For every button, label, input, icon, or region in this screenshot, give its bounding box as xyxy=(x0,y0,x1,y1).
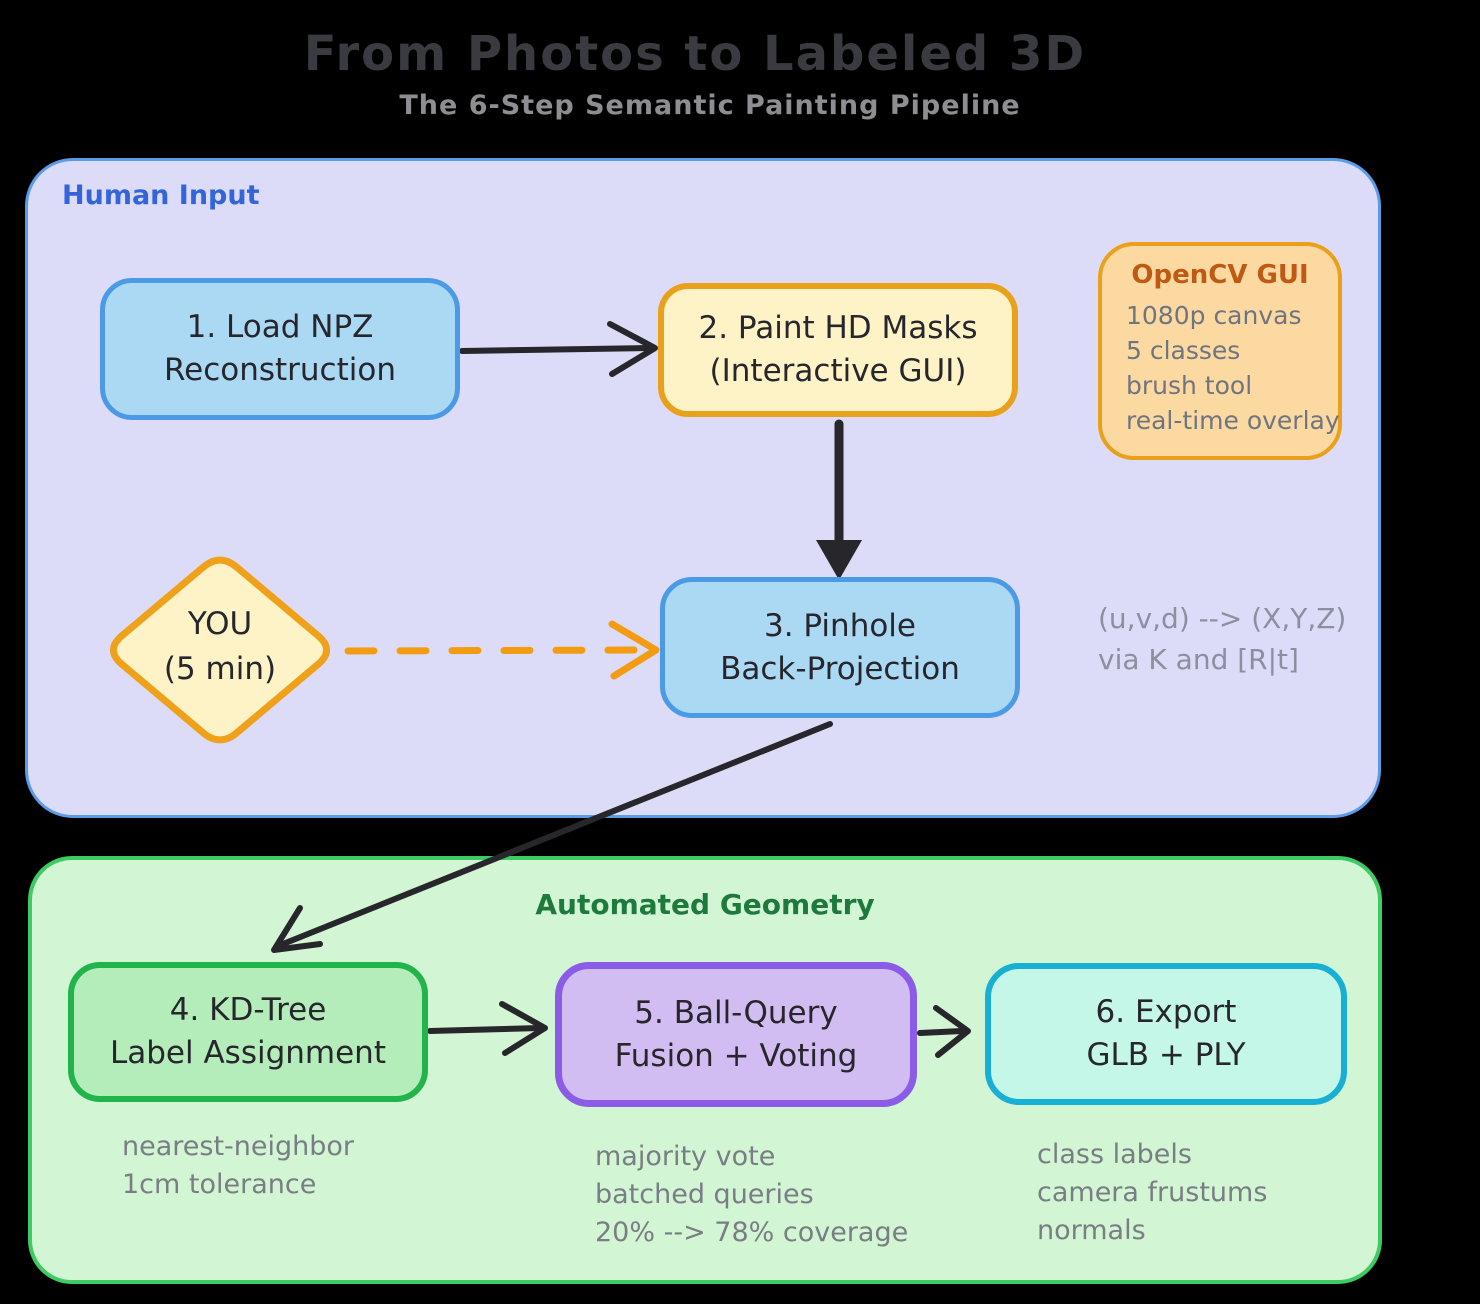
note-line: batched queries xyxy=(595,1179,814,1210)
note-line: camera frustums xyxy=(1037,1177,1268,1208)
node-step5-ball-query: 5. Ball-Query Fusion + Voting xyxy=(555,962,917,1107)
node-label-line: Back-Projection xyxy=(720,650,960,687)
note-line: 1cm tolerance xyxy=(122,1169,317,1200)
note-line: normals xyxy=(1037,1215,1146,1246)
note-line: majority vote xyxy=(595,1141,776,1172)
step6-note: class labels camera frustums normals xyxy=(1037,1136,1267,1250)
note-line: real-time overlay xyxy=(1126,406,1340,435)
node-label-line: Fusion + Voting xyxy=(614,1037,858,1074)
note-line: 5 classes xyxy=(1126,336,1241,365)
node-label-line: 3. Pinhole xyxy=(763,607,916,644)
opencv-note-title: OpenCV GUI xyxy=(1131,260,1309,290)
human-input-label: Human Input xyxy=(62,180,260,211)
node-step2-paint-masks: 2. Paint HD Masks (Interactive GUI) xyxy=(658,283,1018,417)
node-label-line: Reconstruction xyxy=(163,352,396,388)
note-line: class labels xyxy=(1037,1139,1192,1170)
automated-geometry-label: Automated Geometry xyxy=(535,888,875,921)
node-label-line: GLB + PLY xyxy=(1086,1037,1246,1073)
page-title: From Photos to Labeled 3D xyxy=(303,26,1087,82)
node-step4-kdtree: 4. KD-Tree Label Assignment xyxy=(68,962,428,1102)
opencv-note-body: 1080p canvas 5 classes brush tool real-t… xyxy=(1126,298,1340,438)
node-label-line: 5. Ball-Query xyxy=(634,994,838,1031)
step4-note: nearest-neighbor 1cm tolerance xyxy=(122,1128,354,1204)
page-subtitle: The 6-Step Semantic Painting Pipeline xyxy=(399,90,1021,121)
annotation-line: via K and [R|t] xyxy=(1098,643,1299,676)
node-step3-back-projection: 3. Pinhole Back-Projection xyxy=(660,577,1020,718)
note-line: 20% --> 78% coverage xyxy=(595,1217,909,1248)
projection-formula-note: (u,v,d) --> (X,Y,Z) via K and [R|t] xyxy=(1098,598,1346,680)
note-line: brush tool xyxy=(1126,371,1253,400)
annotation-line: (u,v,d) --> (X,Y,Z) xyxy=(1098,602,1347,635)
node-step1-load-npz: 1. Load NPZ Reconstruction xyxy=(100,278,460,420)
node-label-line: 2. Paint HD Masks xyxy=(698,310,978,347)
opencv-gui-note: OpenCV GUI 1080p canvas 5 classes brush … xyxy=(1098,242,1342,460)
note-line: nearest-neighbor xyxy=(122,1131,355,1162)
diamond-line: (5 min) xyxy=(163,650,277,687)
node-label-line: Label Assignment xyxy=(109,1035,386,1071)
node-you-diamond-text: YOU (5 min) xyxy=(105,602,335,692)
node-label-line: 6. Export xyxy=(1095,994,1237,1031)
node-label-line: (Interactive GUI) xyxy=(709,353,967,389)
note-line: 1080p canvas xyxy=(1126,301,1302,330)
node-step6-export: 6. Export GLB + PLY xyxy=(985,963,1347,1105)
node-label-line: 4. KD-Tree xyxy=(169,992,327,1029)
step5-note: majority vote batched queries 20% --> 78… xyxy=(595,1138,908,1252)
diamond-line: YOU xyxy=(187,606,253,642)
node-label-line: 1. Load NPZ xyxy=(186,309,374,346)
